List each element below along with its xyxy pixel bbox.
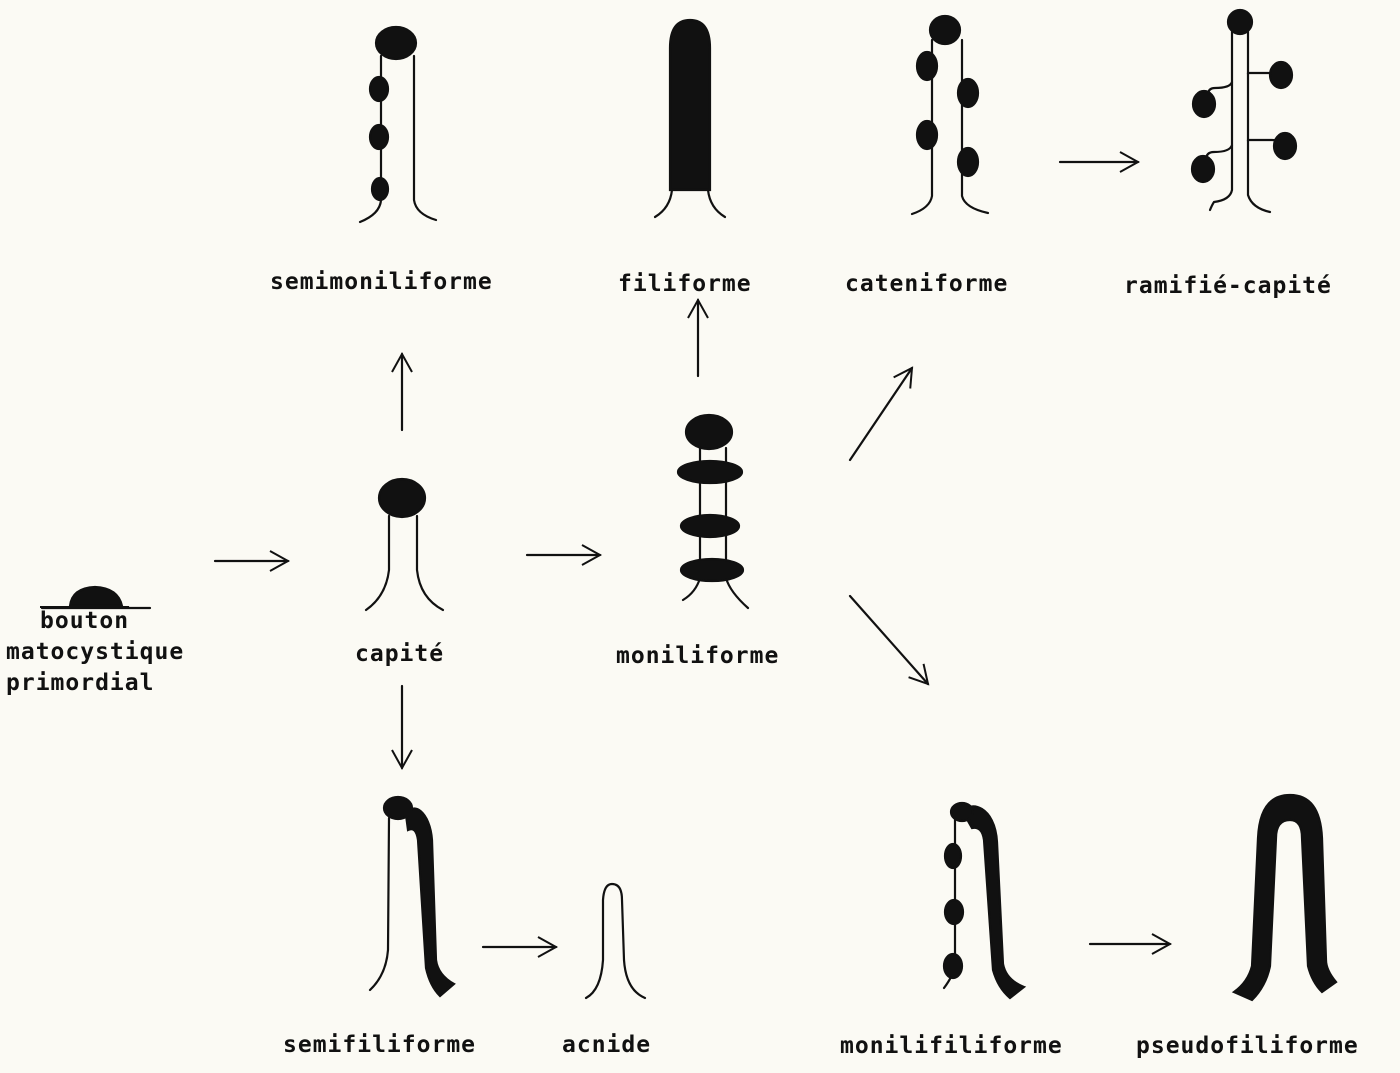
semimoniliforme-figure: [360, 27, 436, 222]
ramifie-capite-figure: [1192, 10, 1296, 212]
bouton-figure: [42, 587, 150, 608]
pseudofiliforme-figure: [1234, 795, 1336, 1000]
filiforme-figure: [655, 20, 725, 217]
cateniforme-figure: [912, 16, 988, 214]
label-filiforme: filiforme: [618, 268, 752, 300]
acnide-figure: [586, 884, 645, 998]
label-moniliforme: moniliforme: [616, 640, 779, 672]
capite-figure: [366, 479, 443, 610]
label-semimoniliforme: semimoniliforme: [270, 266, 493, 298]
label-matocystique: matocystique: [6, 637, 184, 668]
monilifiliforme-figure: [944, 803, 1024, 998]
label-ramifie-capite: ramifié-capité: [1124, 270, 1332, 302]
label-bouton: bouton: [6, 606, 184, 637]
label-cateniforme: cateniforme: [845, 268, 1008, 300]
label-monilifiliforme: monilifiliforme: [840, 1030, 1063, 1062]
label-semifiliforme: semifiliforme: [283, 1029, 476, 1061]
label-bouton-matocystique-primordial: bouton matocystique primordial: [6, 606, 184, 699]
arrow-moniliforme-to-cateniforme: [850, 368, 912, 460]
label-acnide: acnide: [562, 1029, 651, 1061]
moniliforme-figure: [678, 415, 748, 608]
label-primordial: primordial: [6, 668, 184, 699]
semifiliforme-figure: [370, 797, 454, 996]
label-capite: capité: [355, 638, 444, 670]
label-pseudofiliforme: pseudofiliforme: [1136, 1030, 1359, 1062]
arrow-moniliforme-to-monilifiliforme: [850, 596, 928, 684]
